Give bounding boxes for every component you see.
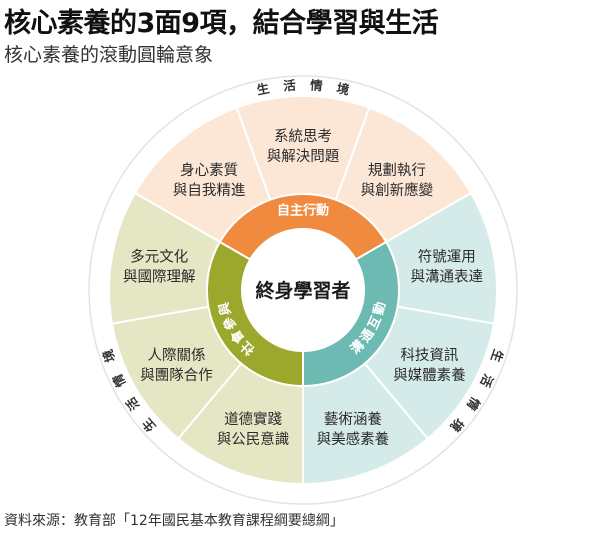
label-line-2: 與公民意識 (217, 430, 290, 448)
label-line-1: 藝術涵養 (324, 410, 382, 428)
label-line-2: 與媒體素養 (393, 366, 466, 384)
label-line-1: 道德實踐 (224, 410, 282, 428)
label-line-1: 科技資訊 (400, 347, 458, 364)
label-line-1: 規劃執行 (368, 162, 426, 179)
outer-ring-label-char: 情 (310, 78, 324, 94)
page-subtitle: 核心素養的滾動圓輪意象 (4, 44, 214, 66)
competency-segments: 身心素質與自我精進系統思考與解決問題規劃執行與創新應變符號運用與溝通表達科技資訊… (108, 95, 498, 486)
competency-label-self-1: 身心素質與自我精進 (173, 161, 246, 199)
label-line-2: 與國際理解 (123, 269, 196, 286)
competency-label-social-3: 多元文化與國際理解 (123, 249, 196, 286)
label-line-1: 人際關係 (148, 347, 206, 364)
domain-label-comm-char: 動 (371, 300, 390, 316)
domain-label-comm-char: 互 (366, 314, 385, 332)
outer-ring-label-char: 活 (283, 78, 297, 94)
source-note: 資料來源：教育部「12年國民基本教育課程綱要總綱」 (4, 513, 344, 529)
outer-ring-label-char: 生 (255, 80, 271, 97)
center-hub: 終身學習者 (242, 229, 364, 351)
competency-label-comm-3: 藝術涵養與美感素養 (317, 410, 390, 448)
label-line-2: 與溝通表達 (411, 269, 484, 286)
label-line-2: 與創新應變 (361, 181, 434, 199)
center-label: 終身學習者 (255, 279, 350, 302)
outer-ring-label-char: 境 (100, 347, 118, 364)
label-line-2: 與美感素養 (317, 430, 390, 448)
outer-ring-label-char: 境 (335, 80, 351, 97)
competency-label-self-2: 系統思考與解決問題 (267, 128, 340, 165)
competency-label-comm-1: 符號運用與溝通表達 (411, 249, 484, 286)
domain-label-self: 自主行動 (277, 202, 329, 218)
label-line-1: 系統思考 (274, 128, 332, 145)
label-line-1: 身心素質 (180, 161, 238, 179)
label-line-1: 多元文化 (130, 249, 188, 266)
label-line-2: 與自我精進 (173, 182, 246, 199)
center-circle (242, 229, 364, 351)
label-line-2: 與團隊合作 (140, 367, 213, 384)
page-title: 核心素養的3面9項，結合學習與生活 (4, 8, 439, 39)
competency-label-self-3: 規劃執行與創新應變 (361, 162, 434, 199)
label-line-1: 符號運用 (418, 249, 476, 266)
competency-label-social-2: 人際關係與團隊合作 (140, 347, 213, 384)
domain-label-social-char: 與 (216, 300, 235, 316)
competency-label-comm-2: 科技資訊與媒體素養 (393, 347, 466, 384)
label-line-2: 與解決問題 (267, 148, 340, 165)
competency-label-social-1: 道德實踐與公民意識 (217, 410, 290, 448)
outer-ring-label-char: 生 (488, 348, 506, 365)
